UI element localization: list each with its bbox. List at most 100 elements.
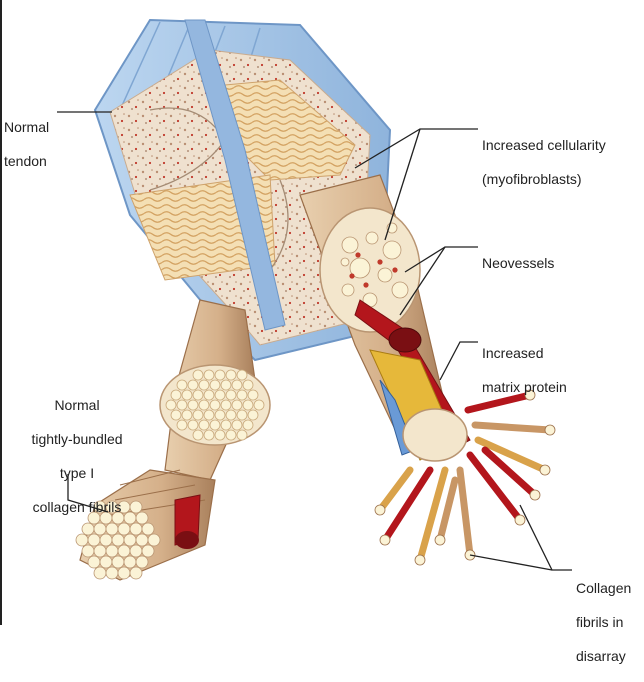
fibril-end (198, 399, 210, 411)
disarray-fiber (471, 421, 554, 434)
myofibroblast (392, 267, 398, 273)
leader-lines (57, 111, 572, 571)
fibril-end (117, 544, 131, 558)
label-line: collagen fibrils (32, 499, 122, 515)
cell (377, 267, 393, 283)
fibril-end (214, 389, 226, 401)
cell (349, 257, 371, 279)
fibril-end (209, 399, 221, 411)
fibril-end (176, 399, 188, 411)
fibril-end (236, 409, 248, 421)
fiber-end (379, 534, 391, 546)
disarray-fiber (481, 446, 539, 499)
fibril-end (170, 389, 182, 401)
fibril-end (231, 379, 243, 391)
label-line: fibrils in (576, 614, 624, 630)
fibril-end (203, 409, 215, 421)
leader-disarray-b (469, 554, 553, 571)
fibril-end (87, 533, 101, 547)
label-normal-tendon: Normal tendon (4, 102, 49, 187)
fibril-end (135, 555, 149, 569)
label-line: (myofibroblasts) (482, 171, 582, 187)
label-line: Normal (54, 397, 100, 413)
fibril-end (225, 409, 237, 421)
fibril-end (135, 533, 149, 547)
fibril-end (220, 399, 232, 411)
leader-disarray-a (519, 504, 572, 571)
label-neovessels: Neovessels (482, 238, 554, 289)
fibril-end (135, 511, 149, 525)
fibril-end (231, 399, 243, 411)
fibril-end (123, 555, 137, 569)
tendon-illustration (57, 18, 572, 581)
fibril-end (242, 379, 254, 391)
cell (382, 240, 402, 260)
fibril-end (123, 533, 137, 547)
fibril-end (198, 419, 210, 431)
left-border (0, 0, 2, 625)
fibril-end (192, 409, 204, 421)
fibril-end (203, 429, 215, 441)
fibril-end (236, 429, 248, 441)
cell (340, 257, 350, 267)
fiber-end (524, 389, 536, 401)
label-line: tendon (4, 153, 47, 169)
fibril-end (93, 566, 107, 580)
fibril-end (129, 544, 143, 558)
fibril-end (75, 533, 89, 547)
fibril-end (111, 555, 125, 569)
cell (365, 231, 379, 245)
fibril-end (253, 399, 265, 411)
fibril-end (220, 379, 232, 391)
fibril-end (225, 389, 237, 401)
fibril-end (242, 419, 254, 431)
fibril-end (192, 369, 204, 381)
fibril-end (165, 399, 177, 411)
cell (391, 281, 409, 299)
cell (341, 283, 355, 297)
fibril-end (99, 533, 113, 547)
fibril-end (203, 369, 215, 381)
label-normal-fibrils: Normal tightly-bundled type I collagen f… (12, 380, 142, 533)
fibril-end (129, 500, 143, 514)
fibril-end (247, 409, 259, 421)
fibril-end (141, 522, 155, 536)
cell (341, 236, 359, 254)
fibril-end (214, 409, 226, 421)
fibril-end (93, 544, 107, 558)
fibril-end (247, 389, 259, 401)
fibril-end (99, 555, 113, 569)
disarray-fiber (456, 466, 474, 559)
fibril-end (236, 389, 248, 401)
fibril-end (187, 399, 199, 411)
fibril-end (225, 369, 237, 381)
label-line: Neovessels (482, 255, 555, 271)
fibril-end (176, 379, 188, 391)
fibril-end (170, 409, 182, 421)
label-line: type I (59, 465, 95, 481)
disarray-fiber (416, 466, 449, 564)
myofibroblast (377, 259, 383, 265)
leader-neovessels-b (399, 246, 446, 316)
bundle-end-fibrils (75, 500, 161, 580)
myofibroblast-cells (340, 222, 409, 308)
fibril-end (242, 399, 254, 411)
fibril-end (129, 566, 143, 580)
fibril-end (181, 409, 193, 421)
fibril-end (176, 419, 188, 431)
fibril-end (105, 566, 119, 580)
fibril-end (236, 369, 248, 381)
fibril-end (220, 419, 232, 431)
label-collagen-disarray: Collagen fibrils in disarray (576, 563, 631, 682)
fibril-end (214, 429, 226, 441)
fibril-end (181, 389, 193, 401)
fibril-end (203, 389, 215, 401)
fibril-end (147, 533, 161, 547)
fibril-end (111, 533, 125, 547)
disarray-fiber (474, 436, 549, 474)
fibril-end (231, 419, 243, 431)
label-increased-cellularity: Increased cellularity (myofibroblasts) (482, 120, 606, 205)
label-line: Increased (482, 345, 544, 361)
fiber-end (544, 424, 556, 436)
fibril-end (87, 555, 101, 569)
